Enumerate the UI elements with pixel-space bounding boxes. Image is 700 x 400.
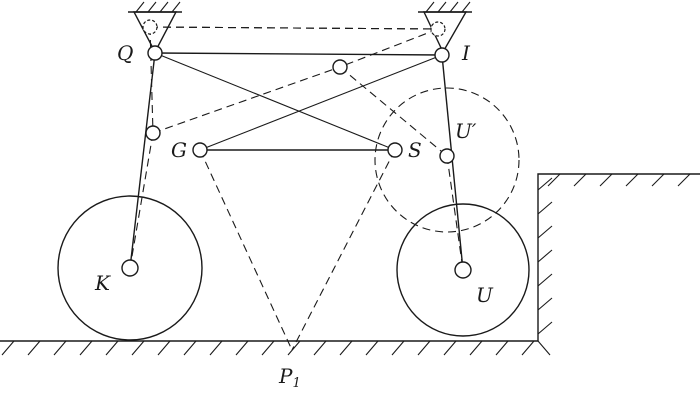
dash-g-p1 bbox=[199, 149, 293, 351]
hatch-line bbox=[183, 340, 197, 356]
support-left-hatching bbox=[135, 1, 181, 13]
hatch-line bbox=[425, 1, 435, 13]
dash-iprime-m bbox=[339, 28, 439, 68]
hatch-line bbox=[27, 340, 41, 356]
hatch-line bbox=[537, 177, 553, 191]
step-wall bbox=[537, 173, 700, 356]
hatch-line bbox=[521, 340, 535, 356]
wheel-U-prime bbox=[374, 87, 520, 233]
dashed-links bbox=[129, 26, 464, 351]
hatch-line bbox=[573, 173, 587, 187]
joint-U-prime bbox=[439, 148, 455, 164]
label-P1: P1 bbox=[278, 364, 301, 391]
hatch-line bbox=[443, 340, 457, 356]
hatch-line bbox=[537, 273, 553, 287]
hatch-line bbox=[469, 340, 483, 356]
hatch-line bbox=[287, 340, 301, 356]
hatch-line bbox=[209, 340, 223, 356]
hatch-line bbox=[391, 340, 405, 356]
label-U: U bbox=[476, 283, 494, 307]
link-Q-I bbox=[154, 52, 443, 56]
joint-i-prime bbox=[430, 21, 446, 37]
hatch-line bbox=[1, 340, 15, 356]
hatch-line bbox=[105, 340, 119, 356]
dash-uprime-u bbox=[446, 155, 464, 271]
label-P-subscript: 1 bbox=[292, 376, 300, 391]
wheel-K bbox=[57, 195, 203, 341]
wall-hatching bbox=[537, 173, 691, 356]
joint-Q bbox=[147, 45, 163, 61]
hatch-line bbox=[235, 340, 249, 356]
dash-s-p1 bbox=[291, 149, 396, 351]
joint-mid bbox=[332, 59, 348, 75]
hatch-line bbox=[135, 1, 145, 13]
hatch-line bbox=[159, 1, 169, 13]
hatch-line bbox=[79, 340, 93, 356]
dash-qprime-iprime bbox=[149, 26, 439, 30]
hatch-line bbox=[625, 173, 639, 187]
hatch-line bbox=[365, 340, 379, 356]
hatch-line bbox=[437, 1, 447, 13]
hatch-line bbox=[261, 340, 275, 356]
hatch-line bbox=[599, 173, 613, 187]
dash-m-uprime bbox=[339, 66, 448, 157]
label-G: G bbox=[171, 138, 187, 162]
hatch-line bbox=[417, 340, 431, 356]
hatch-line bbox=[677, 173, 691, 187]
label-S: S bbox=[408, 138, 422, 162]
dash-qprime-g2 bbox=[149, 26, 154, 134]
hatch-line bbox=[339, 340, 353, 356]
link-I-G bbox=[199, 54, 443, 151]
hatch-line bbox=[537, 297, 553, 311]
label-Q: Q bbox=[117, 41, 133, 65]
joint-G bbox=[192, 142, 208, 158]
hatch-line bbox=[53, 340, 67, 356]
hatch-line bbox=[461, 1, 471, 13]
hatch-line bbox=[537, 321, 553, 335]
joints bbox=[121, 19, 472, 279]
ground-hatching bbox=[1, 340, 535, 356]
hatch-line bbox=[147, 1, 157, 13]
link-Q-S bbox=[154, 52, 396, 151]
label-K: K bbox=[94, 271, 111, 295]
hatch-line bbox=[449, 1, 459, 13]
ground bbox=[0, 340, 538, 356]
link-I-U bbox=[441, 54, 464, 271]
dash-g2-k bbox=[129, 132, 154, 269]
joint-g2 bbox=[145, 125, 161, 141]
hatch-line bbox=[537, 201, 553, 215]
hatch-line bbox=[651, 173, 665, 187]
label-P: P bbox=[278, 364, 293, 388]
hatch-line bbox=[537, 225, 553, 239]
joint-K bbox=[121, 259, 139, 277]
label-I: I bbox=[461, 41, 471, 65]
hatch-line bbox=[157, 340, 171, 356]
dash-g2-m bbox=[152, 66, 341, 134]
support-right-hatching bbox=[425, 1, 471, 13]
wheel-U bbox=[396, 203, 530, 337]
hatch-line bbox=[547, 173, 561, 187]
joint-U bbox=[454, 261, 472, 279]
link-Q-K bbox=[129, 52, 156, 269]
hatch-line bbox=[495, 340, 509, 356]
hatch-line bbox=[313, 340, 327, 356]
joint-q-prime bbox=[142, 19, 158, 35]
hatch-line bbox=[537, 340, 551, 356]
label-U-prime: U′ bbox=[455, 119, 477, 143]
solid-links bbox=[129, 52, 464, 271]
hatch-line bbox=[537, 249, 553, 263]
hatch-line bbox=[131, 340, 145, 356]
joint-S bbox=[387, 142, 403, 158]
hatch-line bbox=[171, 1, 181, 13]
labels: Q I G S U′ K U P1 bbox=[94, 41, 494, 391]
joint-I bbox=[434, 47, 450, 63]
